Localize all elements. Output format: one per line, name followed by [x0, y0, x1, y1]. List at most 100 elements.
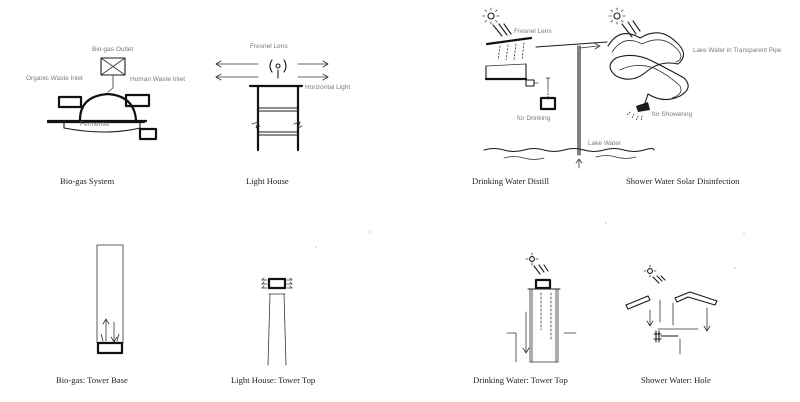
distill-water-line: [485, 63, 527, 67]
label-human-inlet: Human Waste Inlet: [130, 76, 185, 83]
label-for-showering: for Showering: [652, 111, 692, 118]
fermenter-box: [96, 341, 124, 355]
sun-icon: [647, 268, 653, 274]
sun-rays-arrows: [533, 264, 549, 275]
outflow-box: [138, 127, 158, 141]
flow-arrow-icon: [579, 42, 601, 50]
label-biogas-outlet: Bio-gas Outlet: [92, 46, 133, 53]
tap-icon: [525, 79, 535, 87]
lake-waves: [503, 155, 637, 160]
sun-rays: [482, 7, 500, 25]
up-arrow-icon: [575, 158, 583, 169]
up-arrow-icon: [102, 318, 110, 342]
label-fermenter: Fermenter: [80, 121, 111, 128]
fermenter-body: [63, 120, 141, 133]
gas-outlet-box: [100, 57, 126, 76]
caption-lighthouse-tower: Light House: Tower Top: [231, 375, 315, 385]
gas-pipe: [107, 75, 114, 93]
tower-floor-mid: [257, 131, 299, 136]
down-arrow-left-icon: [646, 309, 654, 327]
fresnel-lens: [485, 36, 533, 46]
lens-symbol: [269, 59, 287, 73]
sun-rays: [608, 7, 626, 25]
sun-icon: [613, 12, 621, 20]
down-arrow-icon: [110, 321, 118, 343]
left-collector: [625, 295, 651, 310]
shower-drops: [626, 111, 643, 122]
sun-icon: [529, 256, 535, 262]
arrow-left-icon: [261, 277, 265, 289]
distill-box: [534, 278, 552, 290]
tower-walls: [256, 85, 300, 152]
light-house-sketch: Fresnel Lens Horizontal Light Light Hous…: [215, 43, 350, 186]
lamp-icon: [275, 63, 281, 69]
down-arrow-right-icon: [703, 307, 711, 332]
tower-shaft: [96, 244, 124, 344]
light-right-lines: [286, 279, 293, 289]
shower-grate-icon: [653, 330, 662, 343]
biogas-system-sketch: Bio-gas Outlet Organic Waste Inlet Human…: [26, 46, 185, 186]
speck: [369, 231, 371, 233]
biogas-tower-sketch: Bio-gas: Tower Base: [56, 244, 128, 385]
sun-rays-arrows: [492, 23, 512, 37]
sun-icon: [487, 12, 495, 20]
caption-shower-hole: Shower Water: Hole: [641, 375, 711, 385]
label-lake-water-pipe: Lake Water in Transparent Pipe: [693, 47, 782, 54]
light-lines-right: [297, 63, 329, 78]
side-arrows: [100, 333, 120, 342]
gas-outlet-cross: [100, 57, 126, 76]
caption-shower-water: Shower Water Solar Disinfection: [626, 176, 740, 186]
sun-rays-arrows: [652, 275, 666, 284]
lighthouse-tower-sketch: Light House: Tower Top: [231, 277, 315, 385]
drinking-vessel: [539, 96, 557, 111]
down-arrow-icon: [522, 311, 530, 354]
pipe-lines: [540, 292, 552, 341]
label-fresnel-lens-2: Fresnel Lens: [514, 28, 552, 35]
caption-biogas-tower: Bio-gas: Tower Base: [56, 375, 128, 385]
caption-drinking-water: Drinking Water Distill: [472, 176, 550, 186]
distill-box: [485, 63, 527, 80]
label-organic-inlet: Organic Waste Inlet: [26, 75, 83, 82]
coiled-pipe-outer: [607, 32, 689, 101]
label-for-drinking: for Drinking: [517, 115, 551, 122]
caption-biogas-system: Bio-gas System: [60, 176, 115, 186]
speck: [605, 222, 607, 224]
light-left-lines: [261, 279, 268, 289]
tower-floor-top: [257, 107, 299, 112]
organic-inlet-box: [57, 95, 83, 109]
caption-drinking-tower: Drinking Water: Tower Top: [473, 375, 568, 385]
sun-rays: [525, 252, 539, 266]
break-marks: [251, 121, 303, 129]
lake-surface: [483, 147, 655, 153]
drip-pipe: [545, 77, 551, 90]
caption-light-house: Light House: [246, 176, 289, 186]
shower-water-sketch: Lake Water in Transparent Pipe for Showe…: [607, 7, 782, 186]
arrow-right-icon: [322, 60, 329, 81]
speck: [315, 246, 317, 248]
speck: [743, 233, 745, 235]
label-horizontal-light: Horizontal Light: [305, 84, 350, 91]
shower-hole-sketch: Shower Water: Hole: [625, 264, 718, 385]
drinking-tower-sketch: Drinking Water: Tower Top: [473, 252, 577, 385]
speck: [734, 267, 736, 269]
arrow-right-icon: [289, 277, 293, 289]
arrow-left-icon: [215, 60, 222, 81]
tower-walls: [267, 293, 287, 366]
fermenter-dome: [78, 92, 138, 122]
vertical-pipe: [577, 45, 581, 156]
shower-head-icon: [636, 102, 650, 112]
drinking-water-sketch: Fresnel Lens for Drinking Lake Water Dri…: [472, 7, 655, 186]
label-fresnel-lens: Fresnel Lens: [250, 43, 288, 50]
lamp-box: [267, 277, 287, 290]
tower-walls: [529, 288, 559, 363]
sun-rays-arrows: [621, 20, 641, 38]
sun-rays: [643, 264, 657, 278]
label-lake-water: Lake Water: [588, 140, 622, 147]
light-lines-left: [215, 63, 259, 78]
focused-rays: [497, 42, 525, 61]
coiled-pipe-inner: [611, 39, 682, 99]
ground-lines: [506, 332, 577, 363]
horizontal-pipe: [535, 41, 608, 48]
right-collector: [674, 291, 718, 306]
